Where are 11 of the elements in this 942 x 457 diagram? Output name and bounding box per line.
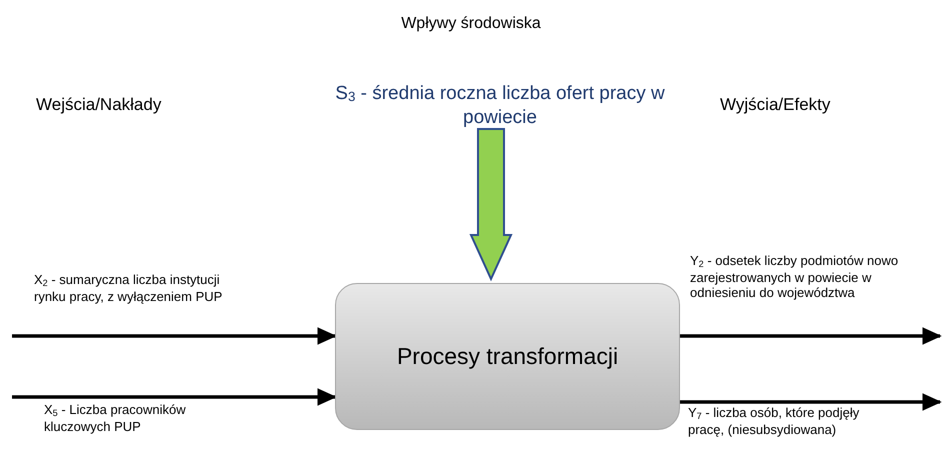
section-heading: Wejścia/Nakłady [36,95,162,115]
node-text: S$_{3}$ - średnia roczna liczba ofert pracy w powiecie [300,82,700,128]
diagram-title: Wpływy środowiska [400,15,542,33]
process-box: Procesy transformacji [335,283,680,430]
arrow [680,393,942,411]
arrow [680,327,942,345]
section-heading: Wyjścia/Efekty [720,95,832,115]
arrow [12,388,337,406]
edge-label: Y$_{2}$ - odsetek liczby podmiotów nowo zarejestrowanych w powiecie w odniesieniu do województwa [690,253,900,300]
arrow [12,327,337,345]
block-arrow [469,128,513,282]
